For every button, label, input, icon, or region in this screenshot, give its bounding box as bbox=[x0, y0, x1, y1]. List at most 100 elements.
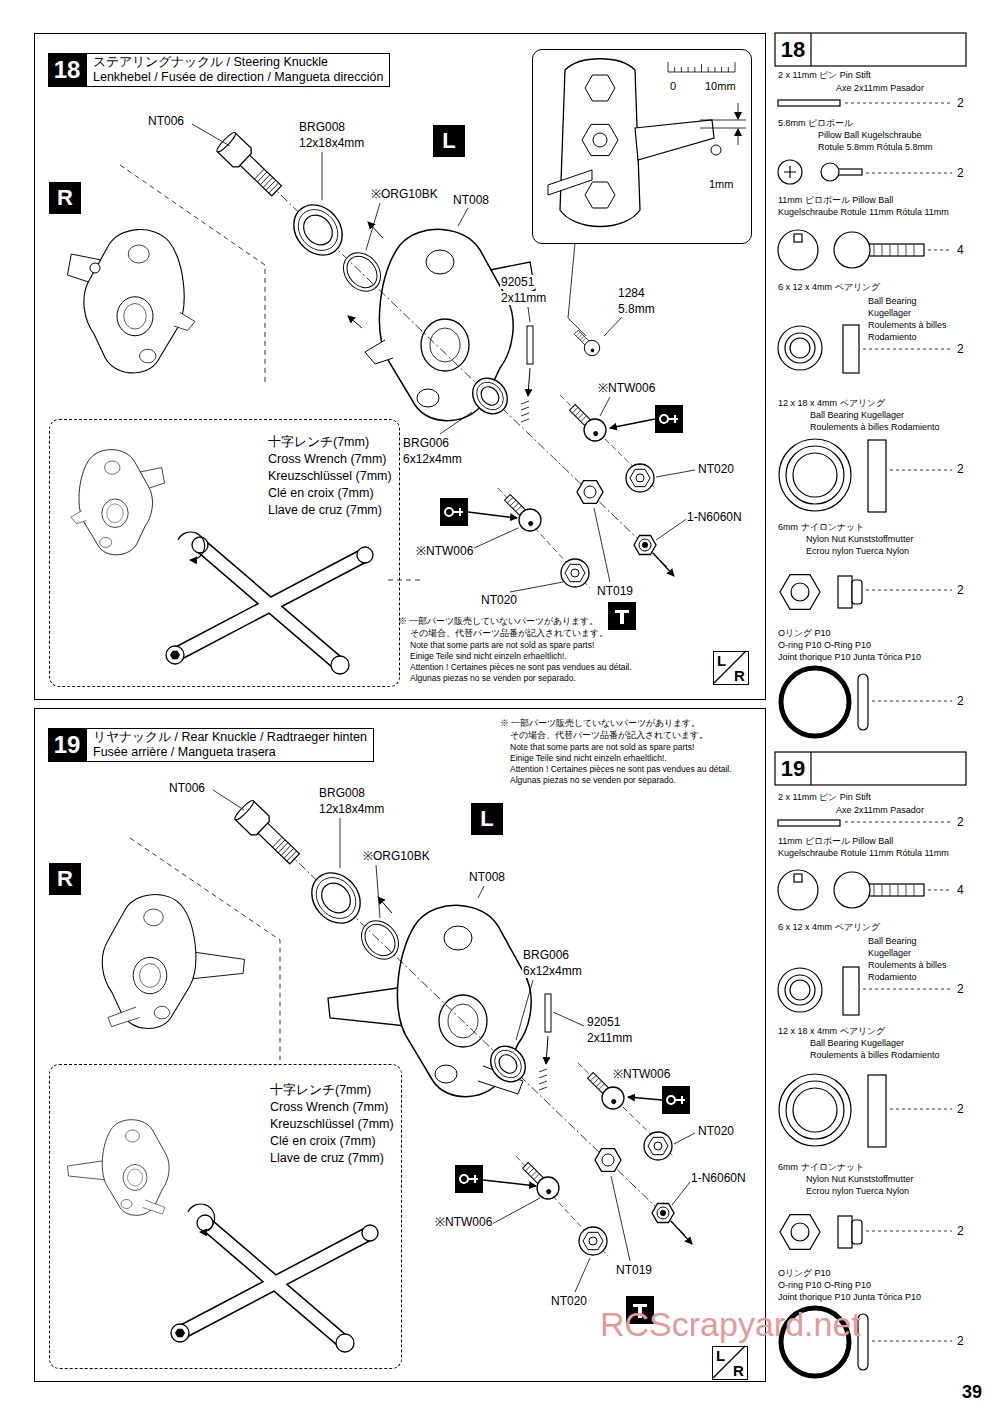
step19-drawing bbox=[68, 790, 746, 1378]
side-badge: L bbox=[433, 125, 465, 157]
quantity: 2 bbox=[957, 96, 964, 110]
parts-list-text: 6 x 12 x 4mm ベアリング bbox=[778, 922, 880, 932]
parts-pictures bbox=[778, 100, 924, 1376]
note-text: その場合、代替パーツ品番が記入されています。 bbox=[410, 628, 608, 638]
tool-name: Clé en croix (7mm) bbox=[270, 1134, 376, 1149]
part-number: ※ORG10BK bbox=[362, 849, 431, 863]
side-letter: L bbox=[716, 1347, 725, 1364]
side-badge: R bbox=[49, 863, 81, 895]
part-number: NT019 bbox=[596, 584, 634, 598]
note-text: Attention ! Certaines pièces ne sont pas… bbox=[410, 662, 632, 672]
parts-list-text: 6mm ナイロンナット bbox=[778, 1162, 864, 1172]
part-number: 2x11mm bbox=[586, 1031, 633, 1045]
note-text: Note that some parts are not sold as spa… bbox=[510, 742, 694, 752]
part-number: 6x12x4mm bbox=[402, 452, 463, 466]
part-number: 92051 bbox=[500, 275, 535, 289]
parts-list-text: Rotule 5.8mm Rótula 5.8mm bbox=[818, 142, 933, 152]
parts-list-text: Ecrou nylon Tuerca Nylon bbox=[806, 546, 909, 556]
part-number: 6x12x4mm bbox=[522, 964, 583, 978]
note-text: Algunas piezas no se venden por separado… bbox=[410, 673, 576, 683]
parts-list-text: 2 x 11mm ピン Pin Stift bbox=[778, 792, 871, 802]
step-panel: 19リヤナックル / Rear Knuckle / Radtraeger hin… bbox=[34, 708, 766, 1382]
parts-list-text: Rodamiento bbox=[868, 332, 917, 342]
quantity: 4 bbox=[957, 883, 964, 897]
side-letter: R bbox=[734, 667, 745, 684]
parts-list-text: 6mm ナイロンナット bbox=[778, 522, 864, 532]
parts-list-text: 12 x 18 x 4mm ベアリング bbox=[778, 1026, 885, 1036]
tool-name: Clé en croix (7mm) bbox=[268, 486, 374, 501]
side-badge: R bbox=[49, 182, 81, 214]
part-number: ※NTW006 bbox=[612, 1067, 671, 1081]
parts-list-text: Oリング P10 bbox=[778, 1268, 831, 1278]
parts-list-text: Kugelschraube Rotule 11mm Rótula 11mm bbox=[778, 848, 949, 858]
parts-list-text: 2 x 11mm ピン Pin Stift bbox=[778, 70, 871, 80]
part-number: NT020 bbox=[697, 462, 735, 476]
parts-list-text: Kugellager bbox=[868, 308, 911, 318]
parts-list-text: 12 x 18 x 4mm ベアリング bbox=[778, 398, 885, 408]
side-badge: L bbox=[471, 803, 503, 835]
parts-list-text: Pillow Ball Kugelschraube bbox=[818, 130, 922, 140]
parts-list-text: Ball Bearing bbox=[868, 936, 917, 946]
side-letter: R bbox=[733, 1362, 744, 1379]
quantity: 2 bbox=[957, 583, 964, 597]
part-number: 1-N6060N bbox=[690, 1171, 747, 1185]
tool-name: Cross Wrench (7mm) bbox=[270, 1100, 389, 1115]
part-number: ※NTW006 bbox=[597, 381, 656, 395]
parts-list-text: Nylon Nut Kunststoffmutter bbox=[806, 534, 913, 544]
note-text: Algunas piezas no se venden por separado… bbox=[510, 775, 676, 785]
note-text: ※ 一部パーツ販売していないパーツがあります。 bbox=[500, 718, 700, 728]
parts-list-text: Axe 2x11mm Pasador bbox=[836, 83, 924, 93]
parts-list-text: Ecrou nylon Tuerca Nylon bbox=[806, 1186, 909, 1196]
quantity: 2 bbox=[957, 982, 964, 996]
part-number: ※NTW006 bbox=[434, 1215, 493, 1229]
part-number: NT020 bbox=[550, 1294, 588, 1308]
quantity: 4 bbox=[957, 243, 964, 257]
parts-list-text: Joint thorique P10 Junta Tórica P10 bbox=[778, 1292, 921, 1302]
parts-list-text: Nylon Nut Kunststoffmutter bbox=[806, 1174, 913, 1184]
part-number: 1-N6060N bbox=[686, 510, 743, 524]
parts-list-text: Oリング P10 bbox=[778, 628, 831, 638]
tool-name: 十字レンチ(7mm) bbox=[270, 1083, 371, 1098]
tool-callout: 十字レンチ(7mm)Cross Wrench (7mm)Kreuzschlüss… bbox=[49, 419, 400, 687]
quantity: 2 bbox=[957, 342, 964, 356]
side-letter: R bbox=[49, 182, 81, 214]
tool-name: 十字レンチ(7mm) bbox=[268, 435, 369, 450]
part-number: 2x11mm bbox=[500, 291, 547, 305]
part-number: 12x18x4mm bbox=[318, 802, 385, 816]
parts-list-text: O-ring P10 O-Ring P10 bbox=[778, 640, 871, 650]
quantity: 2 bbox=[957, 166, 964, 180]
part-number: NT006 bbox=[147, 114, 185, 128]
tool-name: Kreuzschlüssel (7mm) bbox=[268, 469, 392, 484]
part-number: NT020 bbox=[697, 1124, 735, 1138]
note-text: Note that some parts are not sold as spa… bbox=[410, 640, 594, 650]
parts-list-text: Roulements à billes bbox=[868, 960, 947, 970]
parts-list-text: Ball Bearing Kugellager bbox=[810, 1038, 904, 1048]
part-number: 5.8mm bbox=[617, 302, 656, 316]
side-letter: R bbox=[49, 863, 81, 895]
step-title: Fusée arrière / Mangueta trasera bbox=[93, 745, 367, 760]
part-number: ※NTW006 bbox=[415, 544, 474, 558]
detail-callout: 010mm1mm bbox=[532, 49, 752, 244]
parts-list-text: 11mm ピロボール Pillow Ball bbox=[778, 836, 893, 846]
note-text: その場合、代替パーツ品番が記入されています。 bbox=[510, 730, 708, 740]
parts-list-text: Roulements à billes Rodamiento bbox=[810, 422, 940, 432]
side-badge: LR bbox=[713, 651, 749, 685]
side-letter: L bbox=[433, 125, 465, 157]
note-text: Einige Teile sind nicht einzeln erhaeltl… bbox=[510, 753, 667, 763]
step-number: 18 bbox=[775, 33, 811, 66]
side-letter: L bbox=[471, 803, 503, 835]
tool-name: Llave de cruz (7mm) bbox=[270, 1151, 384, 1166]
part-number: BRG006 bbox=[522, 948, 570, 962]
title-box: ステアリングナックル / Steering KnuckleLenkhebel /… bbox=[86, 53, 390, 87]
dimension: 0 bbox=[670, 80, 676, 93]
part-number: NT008 bbox=[452, 193, 490, 207]
parts-header bbox=[775, 33, 966, 785]
side-badge: LR bbox=[712, 1346, 748, 1380]
parts-list-text: 11mm ピロボール Pillow Ball bbox=[778, 195, 893, 205]
step-title: リヤナックル / Rear Knuckle / Radtraeger hinte… bbox=[93, 730, 367, 745]
quantity: 2 bbox=[957, 462, 964, 476]
parts-list-text: O-ring P10 O-Ring P10 bbox=[778, 1280, 871, 1290]
part-number: BRG008 bbox=[298, 120, 346, 134]
part-number: 1284 bbox=[617, 286, 646, 300]
note-text: Attention ! Certaines pièces ne sont pas… bbox=[510, 764, 732, 774]
